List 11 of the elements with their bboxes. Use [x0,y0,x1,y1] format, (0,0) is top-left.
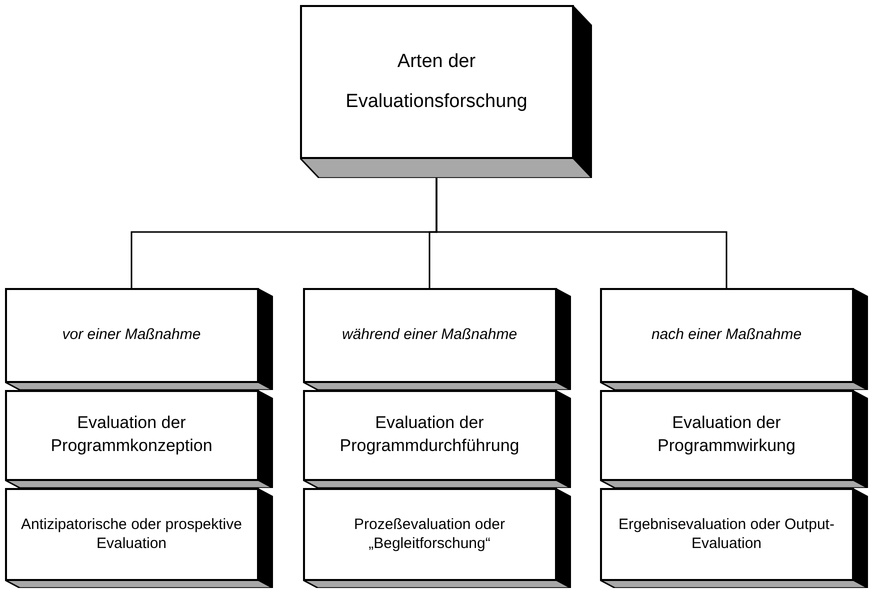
connector-line [436,178,728,288]
box-label: Antizipatorische oder prospektive Evaluation [20,514,243,554]
box-label: Evaluation der Programmwirkung [656,412,796,457]
box-label: Evaluation der Programmkonzeption [50,412,214,457]
box-label: nach einer Maßnahme [651,325,802,345]
box-label: während einer Maßnahme [342,325,518,345]
box-label: vor einer Maßnahme [62,325,201,345]
box-label: Prozeßevaluation oder „Begleitforschung“ [353,514,506,554]
box-label: Arten der Evaluationsforschung [344,50,528,114]
box-label: Evaluation der Programmdurchführung [338,412,520,457]
box-label: Ergebnisevaluation oder Output-Evaluation [618,514,836,554]
